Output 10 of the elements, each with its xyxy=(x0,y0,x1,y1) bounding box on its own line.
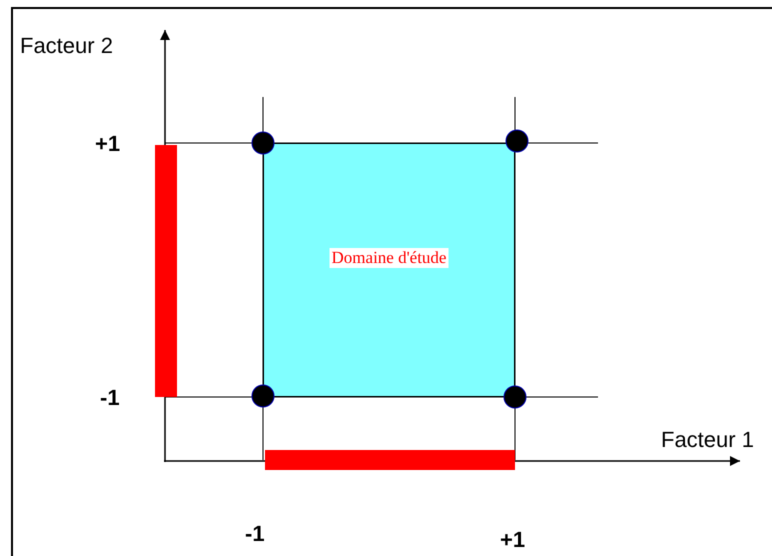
tick-label: +1 xyxy=(95,131,120,157)
tick-label: +1 xyxy=(500,527,526,553)
study-domain-square xyxy=(263,143,515,397)
factor-1-range-bar xyxy=(265,450,515,470)
factor-2-range-bar xyxy=(155,145,177,397)
axis-title: Facteur 2 xyxy=(20,33,113,59)
axis-title: Facteur 1 xyxy=(661,427,754,453)
tick-label: -1 xyxy=(245,521,265,547)
tick-label: -1 xyxy=(100,385,120,411)
domain-label: Domaine d'étude xyxy=(330,248,448,268)
